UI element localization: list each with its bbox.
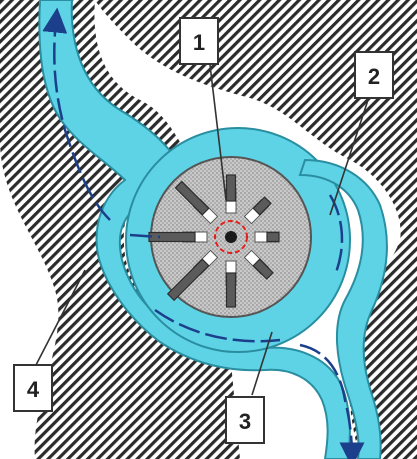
svg-text:4: 4 <box>27 377 40 402</box>
svg-text:2: 2 <box>368 64 380 89</box>
callout-3: 3 <box>226 397 264 443</box>
callout-4: 4 <box>14 365 52 411</box>
svg-text:1: 1 <box>193 30 205 55</box>
vane-3 <box>255 232 279 242</box>
callout-1: 1 <box>180 18 218 64</box>
vane-7 <box>149 232 207 242</box>
shaft <box>225 231 237 243</box>
callout-2: 2 <box>355 52 393 98</box>
vane-5 <box>226 261 236 307</box>
svg-text:3: 3 <box>239 409 251 434</box>
vane-1 <box>226 175 236 213</box>
